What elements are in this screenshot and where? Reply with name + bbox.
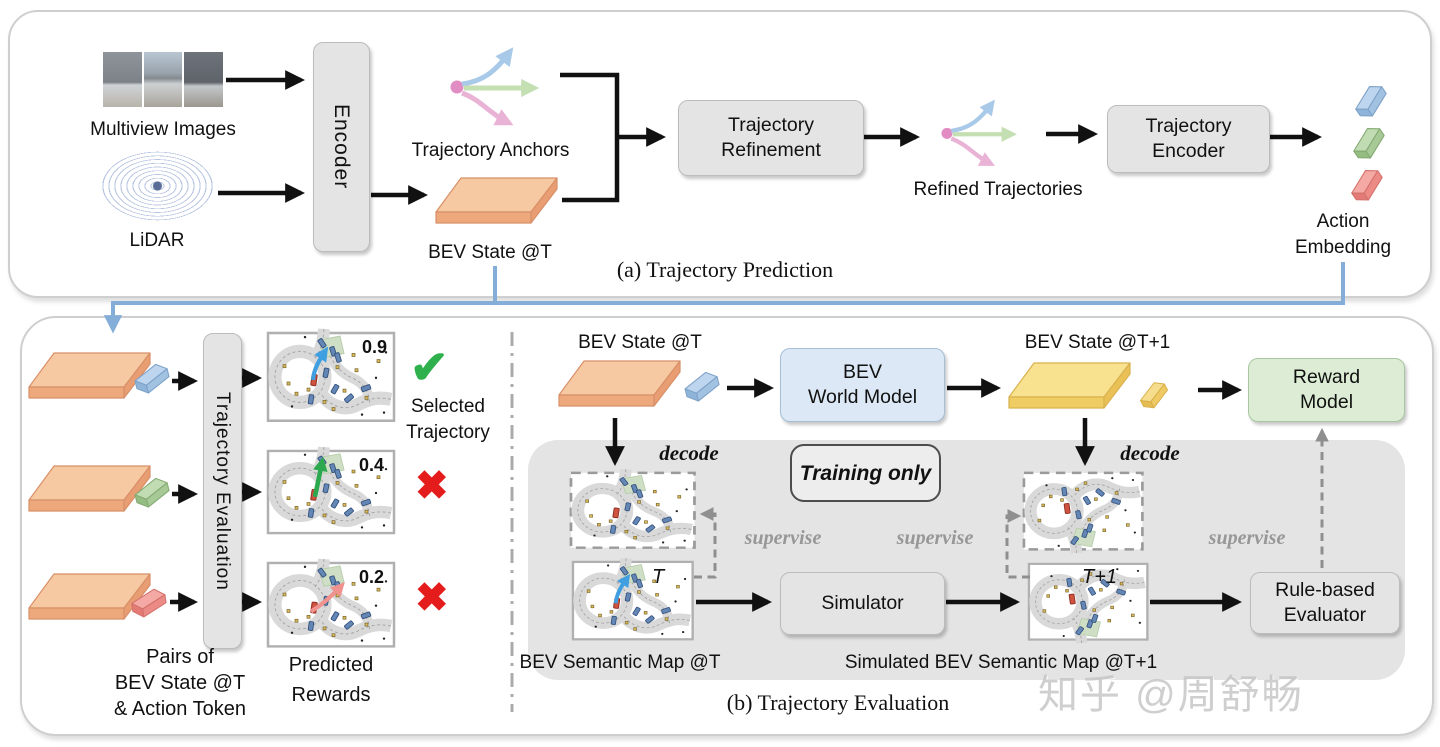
multiview-images-label: Multiview Images [90,119,236,140]
semantic-map-t-label: BEV Semantic Map @T [519,652,721,673]
decoded-map-t1 [1022,473,1142,553]
bev-state-slab-b [559,361,680,406]
reward-model-box: Reward Model [1248,358,1405,422]
bev-state-t1-slab [1009,363,1130,408]
cross-icon: ✖ [415,576,449,620]
reward-map-1 [266,329,394,421]
reward-map-3 [266,559,394,646]
bev-state-a-label: BEV State @T [428,242,552,263]
predicted-rewards-label: Predicted Rewards [288,654,374,706]
pair-slab-1 [29,353,150,398]
map-t-tag: T [652,566,665,588]
camera-image-left [103,52,142,107]
decode-label-left: decode [659,441,719,465]
selected-trajectory-label: Selected Trajectory [406,396,490,443]
trajectory-anchors-glyph [451,53,533,122]
decode-arrows [605,418,1095,466]
caption-b: (b) Trajectory Evaluation [726,690,950,715]
action-embedding-label: Action Embedding [1294,211,1392,258]
bev-state-t-label: BEV State @T [578,332,702,353]
reward-map-2 [266,447,394,533]
reward-score-1: 0.9 [361,337,387,357]
rule-based-evaluator-box: Rule-based Evaluator [1250,572,1400,634]
decoded-map-t [569,469,694,547]
bev-world-model-box: BEV World Model [780,348,945,422]
trajectory-evaluation-box: Trajectory Evaluation [203,333,242,649]
semantic-map-t1-label: Simulated BEV Semantic Map @T+1 [844,652,1158,673]
arrows-pairs-to-evaluation [170,371,198,612]
watermark: 知乎 @周舒畅 [1038,673,1304,717]
supervise-label-right: supervise [1208,527,1286,549]
bev-state-t1-token [1136,378,1172,412]
camera-image-right [184,52,224,107]
arrows-world-model-row [727,378,1242,400]
supervise-label-left: supervise [744,527,822,549]
check-icon: ✔ [410,341,449,393]
simulator-box: Simulator [780,572,945,635]
bev-state-t1-label: BEV State @T+1 [1024,332,1171,353]
pairs-label: Pairs of BEV State @T & Action Token [114,646,246,720]
trajectory-encoder-box: Trajectory Encoder [1107,105,1270,173]
blue-connector [103,262,1345,334]
supervise-dashed-connectors [694,427,1329,579]
supervise-label-mid: supervise [896,527,974,549]
arrows-evaluation-to-maps [241,368,262,612]
semantic-map-t [571,558,693,639]
reward-score-3: 0.2 [358,567,384,587]
multiview-images-thumbnail [103,52,224,107]
refined-trajectories-glyph [941,105,1010,164]
bev-state-token-blue [682,369,722,404]
action-embedding-tokens [1345,80,1393,206]
map-t1-tag: T+1 [1082,566,1118,588]
cross-icon: ✖ [415,464,449,508]
refined-trajectories-label: Refined Trajectories [913,179,1083,200]
lidar-label: LiDAR [129,230,185,251]
bev-state-slab-a [436,178,557,223]
lidar-pointcloud-thumbnail [100,150,215,222]
trajectory-refinement-box: Trajectory Refinement [678,100,864,176]
simulated-map-t1 [1027,564,1147,643]
caption-a: (a) Trajectory Prediction [616,257,834,282]
trajectory-anchors-label: Trajectory Anchors [411,140,570,161]
pair-slab-2 [29,466,150,511]
reward-score-2: 0.4 [358,455,384,475]
elbow-connector [560,72,666,203]
camera-image-center [143,52,183,107]
pair-slab-3 [29,574,150,619]
decode-label-right: decode [1120,441,1180,465]
encoder-box: Encoder [313,42,370,252]
training-only-badge: Training only [790,444,941,502]
